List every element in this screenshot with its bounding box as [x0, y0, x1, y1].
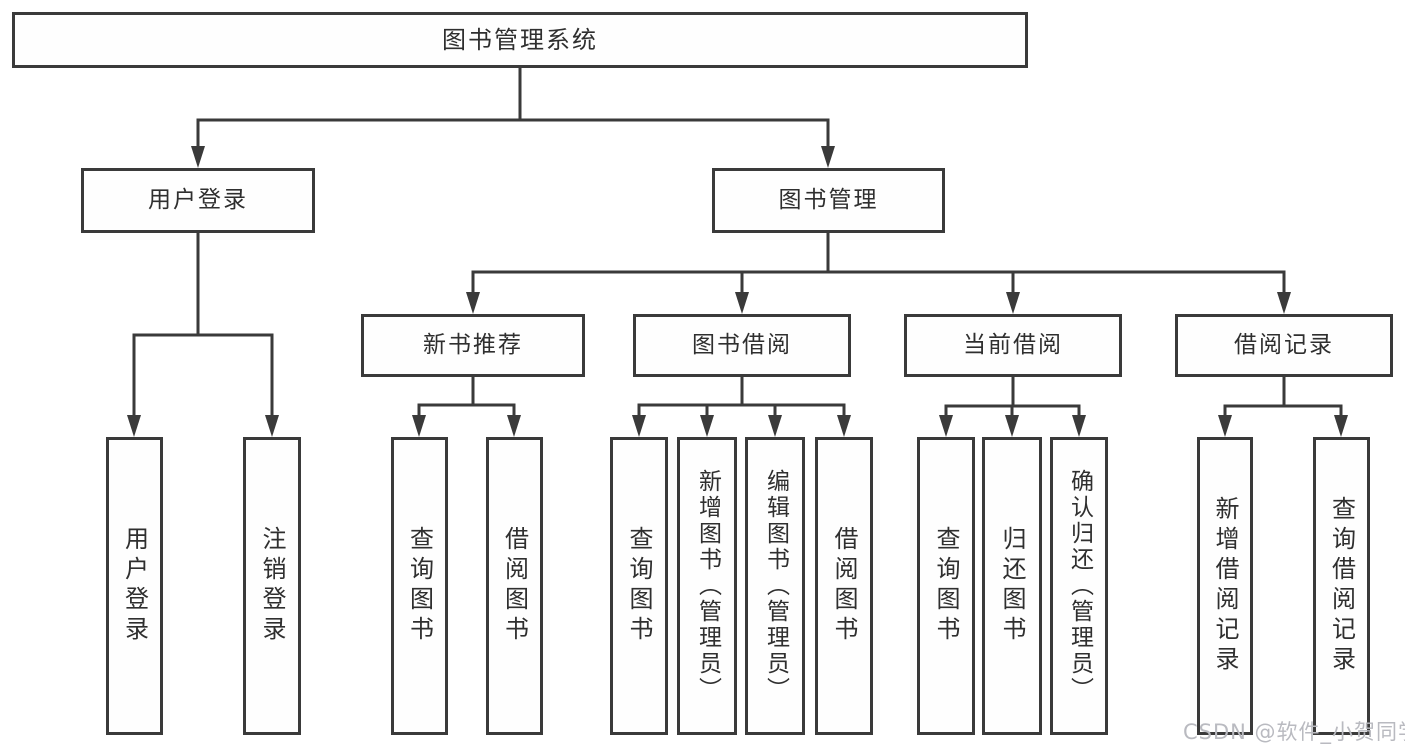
arrowhead-borrow-records-children-1 [1334, 415, 1348, 437]
node-user-login: 用户登录 [81, 168, 315, 233]
leaf-add-book-admin: 新增图书（管理员） [677, 437, 737, 735]
leaf-label: 查询图书 [405, 526, 434, 646]
node-book-management: 图书管理 [712, 168, 945, 233]
arrowhead-new-book-rec-children-1 [507, 415, 521, 437]
arrowhead-book-borrow-children-3 [837, 415, 851, 437]
arrowhead-current-borrow-children-0 [939, 415, 953, 437]
node-borrowing-records: 借阅记录 [1175, 314, 1393, 377]
leaf-label: 借阅图书 [500, 526, 529, 646]
arrowhead-book-borrow-children-0 [632, 415, 646, 437]
node-label: 图书借阅 [692, 332, 792, 358]
node-label: 图书管理系统 [442, 26, 598, 54]
leaf-label: 用户登录 [120, 526, 149, 646]
leaf-query-books-under-recommendation: 查询图书 [391, 437, 448, 735]
arrowhead-new-book-rec-children-0 [412, 415, 426, 437]
arrowhead-root-to-level2-1 [821, 146, 835, 168]
node-library-management-system: 图书管理系统 [12, 12, 1028, 68]
arrowhead-book-borrow-children-2 [768, 415, 782, 437]
leaf-label: 编辑图书（管理员） [762, 469, 789, 703]
leaf-borrow-books-under-borrowing: 借阅图书 [815, 437, 873, 735]
node-label: 借阅记录 [1234, 332, 1334, 358]
leaf-add-borrow-record: 新增借阅记录 [1197, 437, 1253, 735]
arrowhead-book-mgmt-to-level3-0 [466, 292, 480, 314]
leaf-return-books: 归还图书 [982, 437, 1042, 735]
leaf-label: 借阅图书 [830, 526, 858, 646]
arrowhead-user-login-children-1 [265, 415, 279, 437]
leaf-borrow-books-under-recommendation: 借阅图书 [486, 437, 543, 735]
node-new-book-recommendation: 新书推荐 [361, 314, 585, 377]
leaf-label: 注销登录 [258, 526, 286, 646]
arrowhead-book-mgmt-to-level3-2 [1006, 292, 1020, 314]
node-label: 当前借阅 [963, 332, 1063, 358]
leaf-confirm-return-admin: 确认归还（管理员） [1050, 437, 1108, 735]
node-label: 图书管理 [778, 187, 879, 213]
node-label: 用户登录 [148, 187, 248, 213]
leaf-edit-book-admin: 编辑图书（管理员） [745, 437, 805, 735]
leaf-label: 新增图书（管理员） [694, 469, 721, 703]
arrowhead-root-to-level2-0 [191, 146, 205, 168]
arrowhead-book-mgmt-to-level3-3 [1277, 292, 1291, 314]
leaf-user-login: 用户登录 [106, 437, 163, 735]
csdn-watermark: CSDN @软件_小贺同学 [1183, 720, 1405, 744]
arrowhead-book-mgmt-to-level3-1 [735, 292, 749, 314]
arrowhead-current-borrow-children-1 [1005, 415, 1019, 437]
leaf-query-books-under-borrowing: 查询图书 [610, 437, 668, 735]
leaf-label: 查询借阅记录 [1327, 496, 1356, 676]
arrowhead-book-borrow-children-1 [700, 415, 714, 437]
leaf-query-borrow-record: 查询借阅记录 [1313, 437, 1370, 735]
arrowhead-borrow-records-children-0 [1218, 415, 1232, 437]
arrowhead-user-login-children-0 [127, 415, 141, 437]
node-label: 新书推荐 [423, 332, 523, 358]
node-current-borrowing: 当前借阅 [904, 314, 1122, 377]
leaf-label: 查询图书 [932, 526, 960, 646]
leaf-label: 归还图书 [998, 526, 1026, 646]
arrowhead-current-borrow-children-2 [1072, 415, 1086, 437]
leaf-label: 新增借阅记录 [1211, 496, 1239, 676]
leaf-label: 查询图书 [625, 526, 653, 646]
node-book-borrowing: 图书借阅 [633, 314, 851, 377]
leaf-label: 确认归还（管理员） [1066, 469, 1093, 703]
leaf-query-books-under-current: 查询图书 [917, 437, 975, 735]
leaf-logout: 注销登录 [243, 437, 301, 735]
